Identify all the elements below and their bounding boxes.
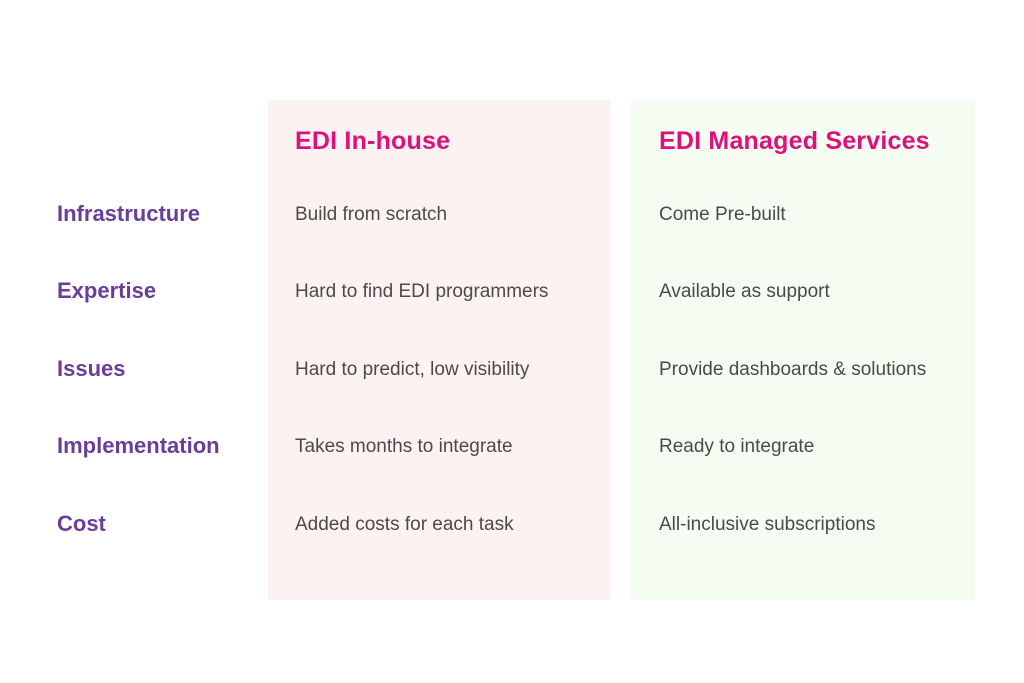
- row-label-implementation: Implementation: [57, 433, 220, 458]
- column-title-managed: EDI Managed Services: [659, 127, 930, 155]
- column-title-inhouse: EDI In-house: [295, 127, 451, 155]
- cell-inhouse-implementation: Takes months to integrate: [295, 436, 513, 457]
- row-label-cost: Cost: [57, 511, 106, 536]
- cell-inhouse-issues: Hard to predict, low visibility: [295, 359, 530, 380]
- cell-managed-infrastructure: Come Pre-built: [659, 204, 786, 225]
- cell-managed-implementation: Ready to integrate: [659, 436, 815, 457]
- cell-managed-expertise: Available as support: [659, 281, 830, 302]
- managed-column-panel: [631, 100, 975, 600]
- row-label-expertise: Expertise: [57, 278, 157, 303]
- cell-managed-issues: Provide dashboards & solutions: [659, 359, 927, 380]
- inhouse-column-panel: [268, 100, 611, 600]
- row-label-infrastructure: Infrastructure: [57, 201, 201, 226]
- cell-inhouse-expertise: Hard to find EDI programmers: [295, 281, 549, 302]
- cell-inhouse-infrastructure: Build from scratch: [295, 204, 448, 225]
- cell-managed-cost: All-inclusive subscriptions: [659, 514, 876, 535]
- row-label-issues: Issues: [57, 356, 126, 381]
- cell-inhouse-cost: Added costs for each task: [295, 514, 514, 535]
